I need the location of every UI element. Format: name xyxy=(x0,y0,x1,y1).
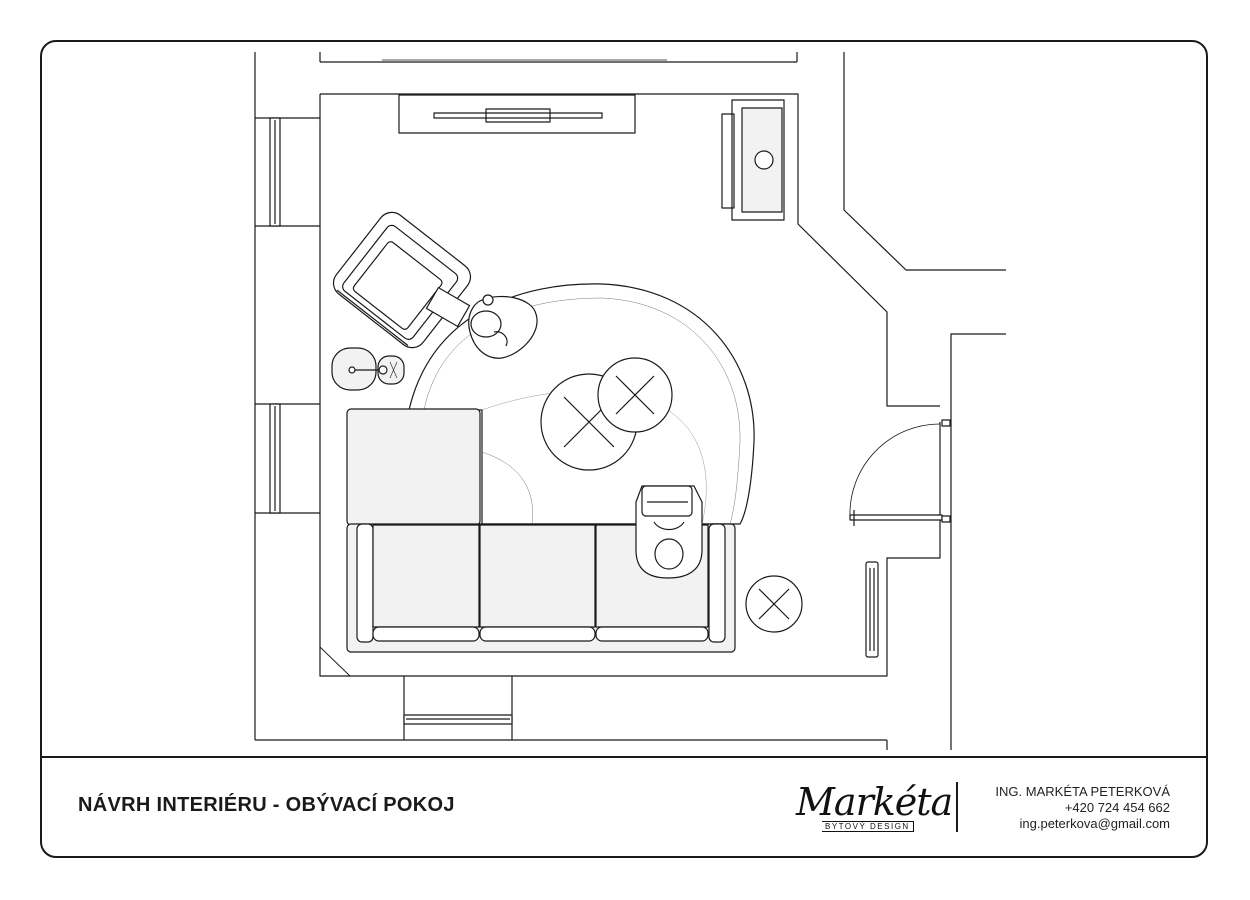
designer-logo: Markéta BYTOVÝ DESIGN xyxy=(790,778,953,838)
fireplace xyxy=(721,99,785,221)
window-left-top xyxy=(269,117,281,227)
window-left-bottom xyxy=(269,403,281,514)
radiator xyxy=(865,561,879,658)
drawing-sheet: NÁVRH INTERIÉRU - OBÝVACÍ POKOJ Markéta … xyxy=(40,40,1208,858)
walls xyxy=(254,52,1006,750)
coffee-table-small xyxy=(597,357,673,433)
person-top xyxy=(468,294,538,359)
contact-email: ing.peterkova@gmail.com xyxy=(1019,816,1170,831)
floor-plan xyxy=(42,42,1206,760)
title-block: NÁVRH INTERIÉRU - OBÝVACÍ POKOJ Markéta … xyxy=(42,756,1206,856)
logo-subtitle: BYTOVÝ DESIGN xyxy=(822,821,914,832)
contact-block: ING. MARKÉTA PETERKOVÁ +420 724 454 662 … xyxy=(995,784,1170,832)
window-bottom xyxy=(403,714,513,725)
book xyxy=(425,287,471,327)
contact-name: ING. MARKÉTA PETERKOVÁ xyxy=(995,784,1170,799)
entry-door xyxy=(849,419,951,526)
side-table xyxy=(331,347,378,391)
tv-cabinet xyxy=(398,94,636,134)
document-title: NÁVRH INTERIÉRU - OBÝVACÍ POKOJ xyxy=(78,794,455,816)
stool xyxy=(745,575,803,633)
footer-divider xyxy=(956,782,958,832)
floor-lamp xyxy=(377,355,405,385)
logo-script-text: Markéta xyxy=(796,780,953,824)
person-sofa xyxy=(635,485,703,579)
contact-phone: +420 724 454 662 xyxy=(1064,800,1170,815)
